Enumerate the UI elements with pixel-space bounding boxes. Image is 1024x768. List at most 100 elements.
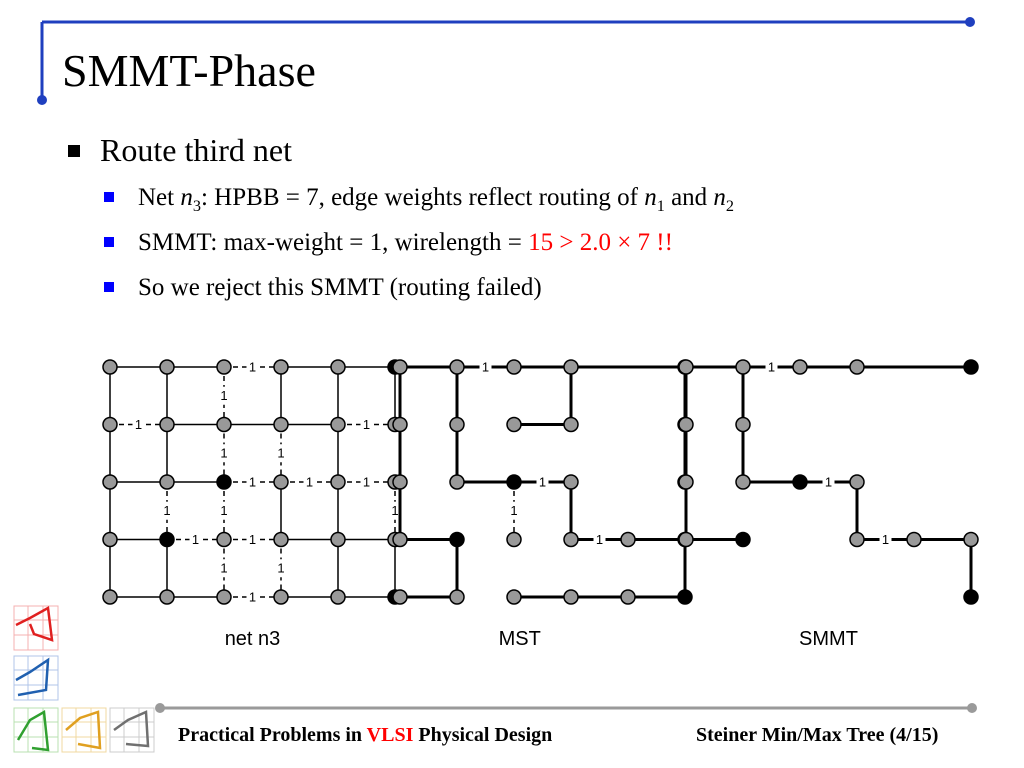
mst-node (563, 474, 579, 490)
bullet-square (68, 145, 80, 157)
wirelength-highlight: 15 > 2.0 × 7 !! (528, 229, 673, 256)
mst-node (506, 531, 522, 548)
weight-label-bg (161, 501, 173, 520)
footer-line-dot-left (155, 703, 165, 713)
grid-node (330, 531, 346, 548)
edge-weight-label: 1 (135, 417, 142, 432)
weight-label-bg (360, 475, 373, 489)
grid-node (273, 589, 289, 605)
edge-weight-label: 1 (825, 474, 832, 489)
grid-node (216, 474, 232, 490)
weight-label-bg (536, 475, 549, 489)
weight-label-bg (189, 532, 202, 547)
grid-node (102, 589, 118, 605)
weight-label-bg (303, 475, 316, 489)
caption-net-n3: net n3 (225, 628, 281, 650)
caption-mst: MST (499, 628, 541, 650)
grid-node (159, 531, 175, 548)
smmt-node (735, 531, 751, 548)
weight-label-bg (246, 360, 259, 374)
edge-weight-label: 1 (249, 474, 256, 489)
mst-node (563, 531, 579, 548)
mst-node (620, 589, 636, 605)
edge-weight-label: 1 (596, 532, 603, 547)
weight-label-bg (822, 475, 835, 489)
grid-node (216, 416, 232, 433)
edge-weight-label: 1 (768, 359, 775, 374)
smmt-node (735, 474, 751, 490)
grid-node (159, 474, 175, 490)
weight-label-bg (879, 532, 892, 547)
mst-node (392, 474, 408, 490)
logo-icon (13, 605, 155, 753)
edge-weight-label: 1 (249, 359, 256, 374)
mst-node (449, 416, 465, 433)
grid-node (102, 416, 118, 433)
smmt-node (678, 474, 694, 490)
grid-node (330, 474, 346, 490)
weight-label-bg (246, 532, 259, 547)
weight-label-bg (246, 590, 259, 604)
edge-weight-label: 1 (163, 503, 170, 518)
weight-label-bg (765, 360, 778, 374)
grid-node (102, 359, 118, 375)
mst-node (506, 359, 522, 375)
mst-node (392, 531, 408, 548)
footer-course-title: Practical Problems in VLSI Physical Desi… (178, 724, 553, 746)
sub-bullet-square (104, 192, 114, 202)
smmt-node (849, 474, 865, 490)
edge-weight-label: 1 (882, 532, 889, 547)
smmt-node (792, 474, 808, 490)
smmt-node (849, 359, 865, 375)
left-line-dot (37, 95, 47, 105)
grid-node (159, 359, 175, 375)
mst-node (449, 531, 465, 548)
edge-weight-label: 1 (192, 532, 199, 547)
slide-title: SMMT-Phase (62, 45, 316, 96)
grid-node (330, 416, 346, 433)
edge-weight-label: 1 (249, 532, 256, 547)
weight-label-bg (593, 532, 606, 547)
mst-node (563, 589, 579, 605)
mst-node (506, 474, 522, 490)
edge-weight-label: 1 (363, 417, 370, 432)
weight-label-bg (275, 559, 287, 578)
mst-node (449, 589, 465, 605)
mst-node (392, 589, 408, 605)
grid-node (159, 589, 175, 605)
mst-node (392, 416, 408, 433)
edge-weight-label: 1 (277, 446, 284, 461)
grid-node (216, 531, 232, 548)
bullet-text: Route third net (100, 132, 292, 168)
weight-label-bg (218, 444, 230, 463)
edge-weight-label: 1 (277, 561, 284, 576)
grid-node (330, 589, 346, 605)
smmt-node (678, 416, 694, 433)
footer-slide-number: Steiner Min/Max Tree (4/15) (696, 724, 939, 746)
smmt-node (963, 531, 979, 548)
mst-node (563, 359, 579, 375)
grid-node (273, 416, 289, 433)
edge-weight-label: 1 (391, 503, 398, 518)
weight-label-bg (246, 475, 259, 489)
edge-weight-label: 1 (220, 561, 227, 576)
edge-weight-label: 1 (220, 446, 227, 461)
smmt-node (735, 416, 751, 433)
mst-node (449, 359, 465, 375)
mst-node (563, 416, 579, 433)
smmt-node (678, 359, 694, 375)
mst-node (506, 416, 522, 433)
edge-weight-label: 1 (510, 503, 517, 518)
grid-node (273, 474, 289, 490)
mst-node (506, 589, 522, 605)
grid-node (159, 416, 175, 433)
grid-node (273, 531, 289, 548)
grid-node (216, 589, 232, 605)
weight-label-bg (218, 559, 230, 578)
weight-label-bg (275, 444, 287, 463)
grid-node (102, 531, 118, 548)
top-line-dot (965, 17, 975, 27)
mst-node (677, 589, 693, 605)
sub-bullet-square (104, 237, 114, 247)
